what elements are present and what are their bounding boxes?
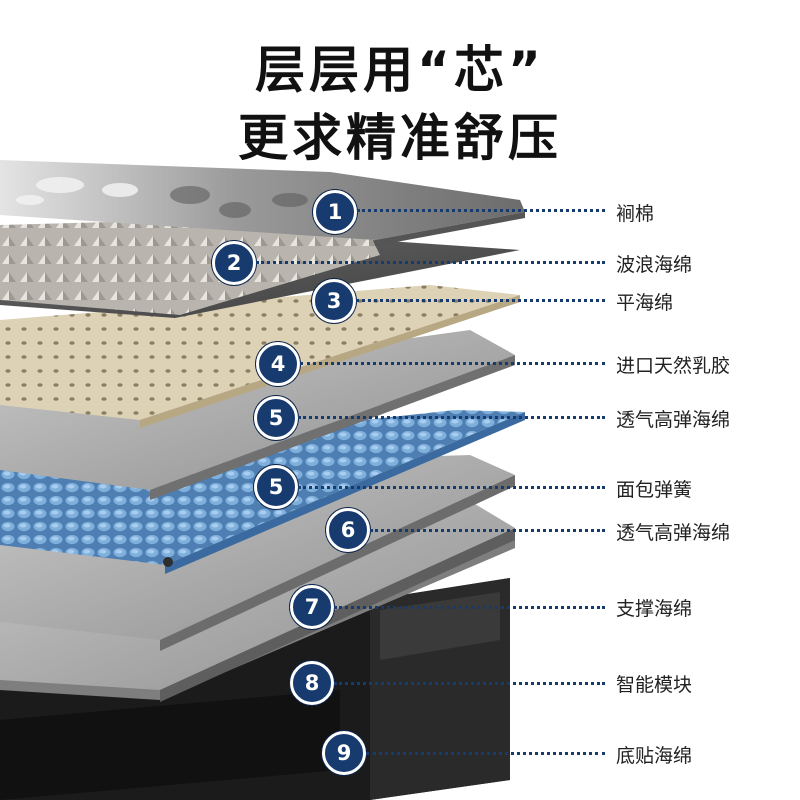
leader-line [334, 682, 605, 685]
leader-line [370, 529, 605, 532]
leader-line [298, 416, 605, 419]
layer-number-badge: 5 [254, 396, 298, 440]
layer-label: 透气高弹海绵 [616, 522, 731, 544]
layer-number-badge: 9 [322, 731, 366, 775]
page-title-line-1: 层层用“芯” [255, 41, 545, 99]
layer-number-badge: 4 [256, 342, 300, 386]
leader-line [366, 752, 605, 755]
layer-number-badge: 8 [290, 661, 334, 705]
layer-label: 支撑海绵 [616, 598, 693, 620]
layer-number-badge: 3 [312, 279, 356, 323]
layer-label: 底贴海绵 [616, 745, 693, 767]
layer-label: 透气高弹海绵 [616, 409, 731, 431]
layer-1-quilted-top [0, 160, 525, 246]
page-title-line-2: 更求精准舒压 [238, 109, 562, 167]
layer-number-badge: 6 [326, 508, 370, 552]
leader-line [300, 362, 605, 365]
layer-label: 平海绵 [616, 292, 674, 314]
layer-number-badge: 5 [254, 465, 298, 509]
leader-line [357, 209, 605, 212]
layer-2-wave-foam [0, 215, 520, 318]
layer-number-badge: 2 [212, 241, 256, 285]
layer-label: 面包弹簧 [616, 479, 693, 501]
layer-label: 进口天然乳胶 [616, 355, 731, 377]
leader-line [334, 606, 605, 609]
layer-number-badge: 1 [313, 190, 357, 234]
layer-label: 裥棉 [616, 203, 655, 225]
leader-line [298, 486, 605, 489]
layer-label: 波浪海绵 [616, 254, 693, 276]
layer-number-badge: 7 [290, 585, 334, 629]
leader-line [256, 261, 605, 264]
layer-label: 智能模块 [616, 674, 693, 696]
leader-line [356, 299, 605, 302]
